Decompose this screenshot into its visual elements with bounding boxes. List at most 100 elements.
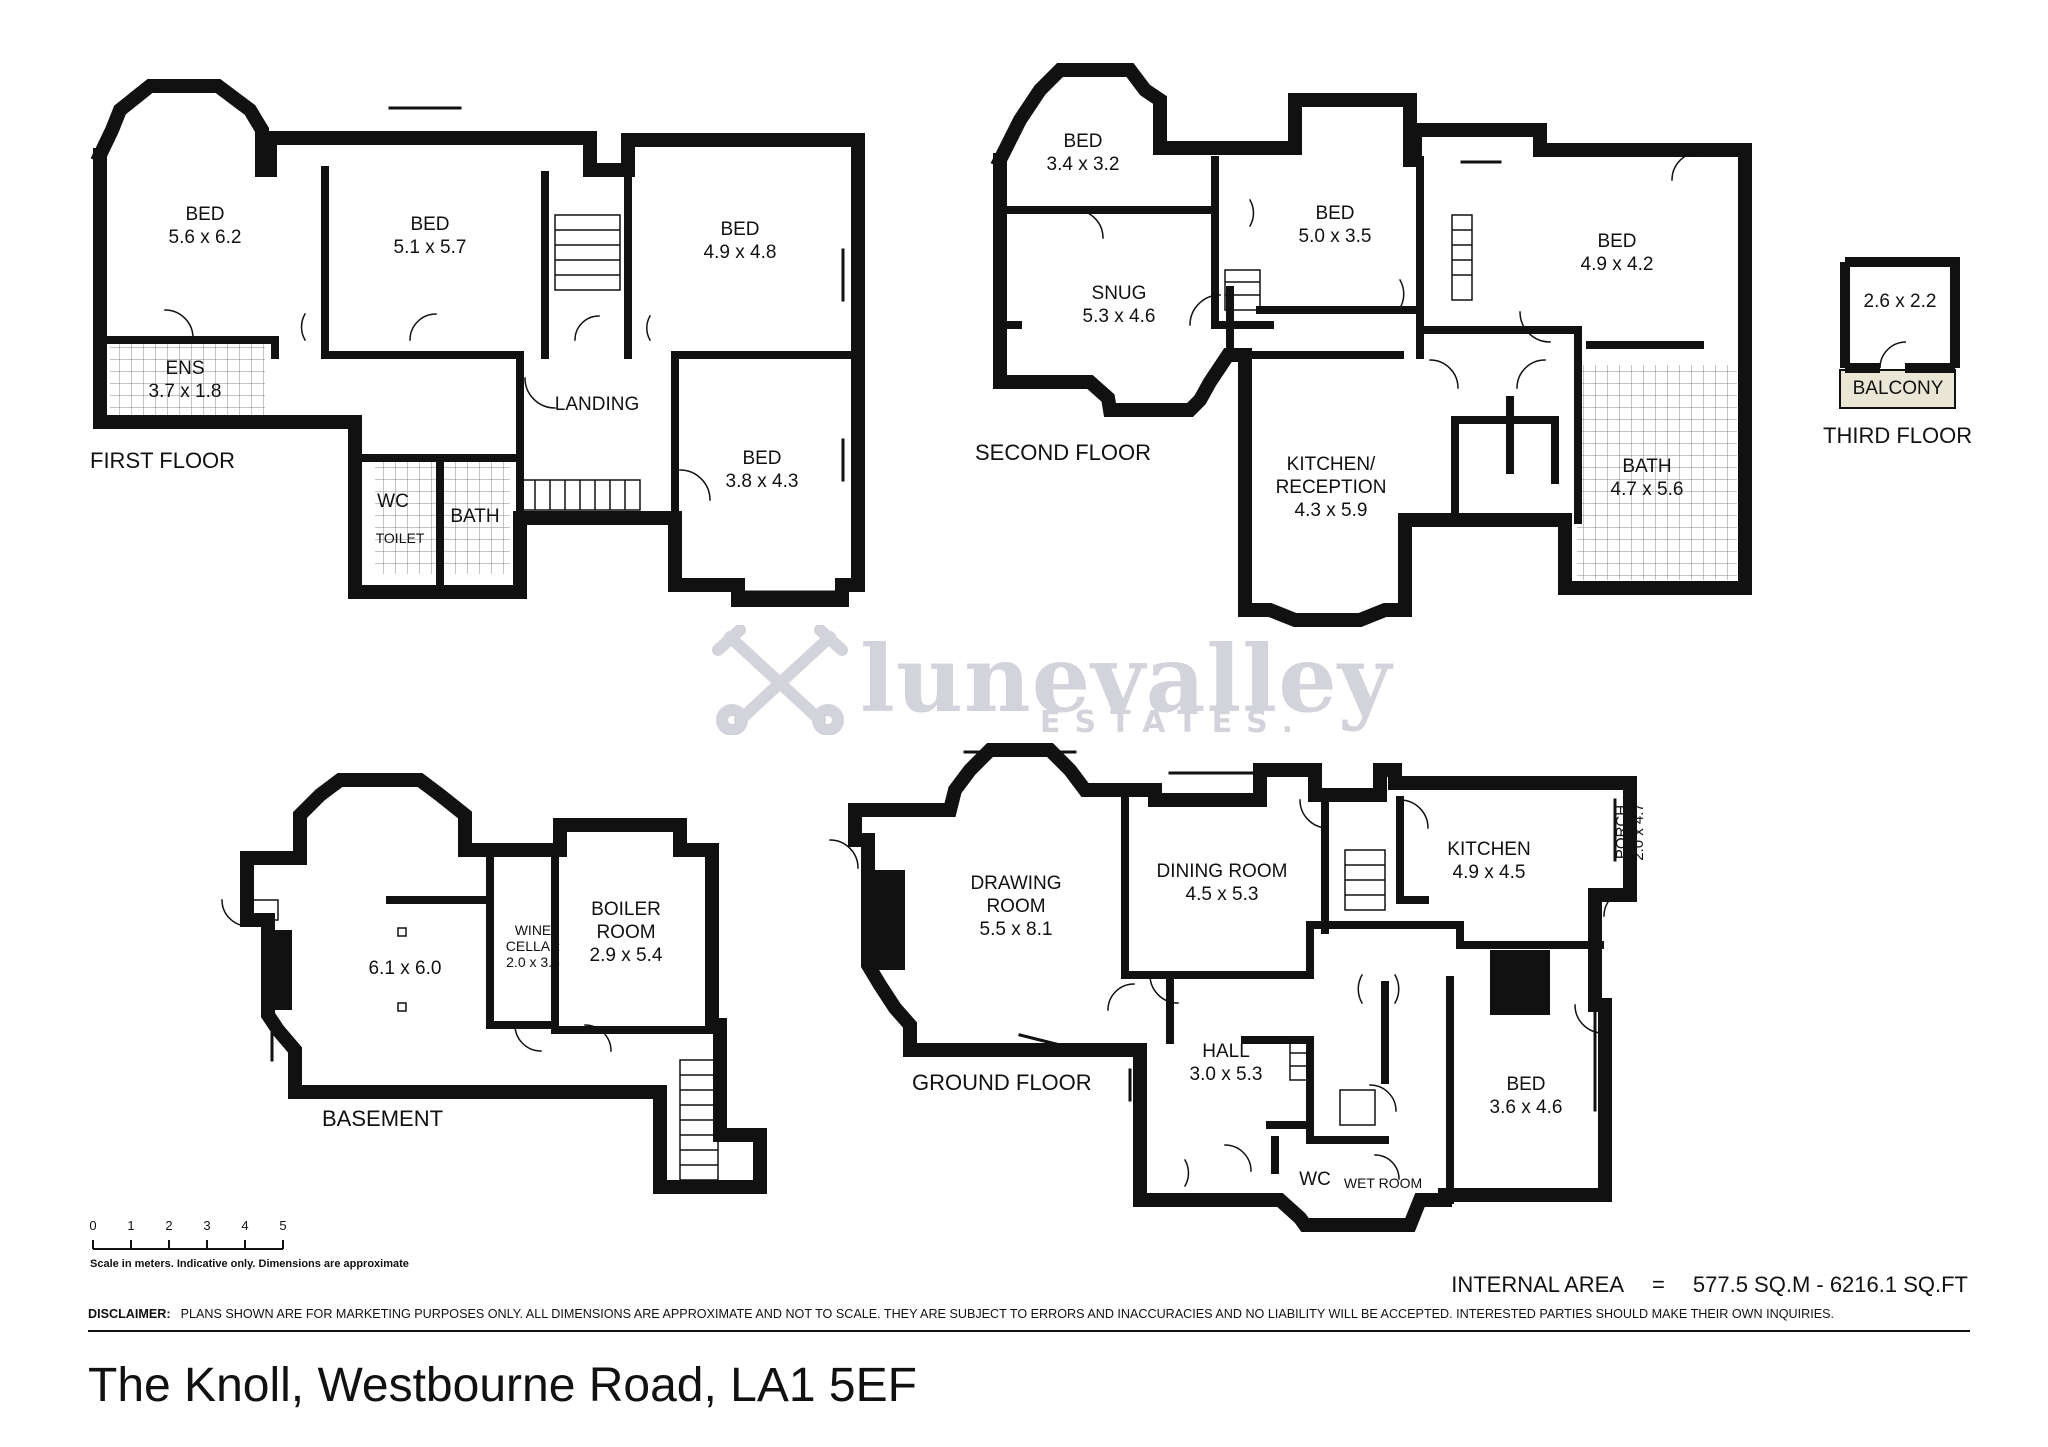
room-name: KITCHEN: [1447, 839, 1531, 860]
room-size: 5.6 x 6.2: [168, 227, 242, 248]
room-name-line2: RECEPTION: [1275, 477, 1387, 498]
room-size: 2.6 x 2.2: [1863, 291, 1937, 312]
third-floor-plan: [1839, 257, 1960, 409]
room-name: BOILER: [591, 899, 661, 920]
room-name: PORCH: [1613, 804, 1630, 860]
porch-label: PORCH 2.0 x 4.7: [1613, 787, 1647, 877]
internal-area-label: INTERNAL AREA: [1451, 1272, 1625, 1297]
room-name: WC: [377, 491, 409, 512]
room-size: 6.1 x 6.0: [368, 958, 442, 979]
second-floor-windows: [1068, 73, 1662, 620]
first-floor-windows: [158, 88, 845, 594]
scale-tick: 4: [241, 1218, 249, 1233]
scale-tick: 3: [203, 1218, 211, 1233]
room-size: 4.5 x 5.3: [1185, 884, 1259, 905]
room-label: LANDING: [555, 393, 639, 416]
room-size: 4.9 x 4.5: [1452, 862, 1526, 883]
room-name: WET ROOM: [1343, 1175, 1423, 1191]
basement-walls: [240, 773, 767, 1194]
room-label: KITCHEN/ RECEPTION 4.3 x 5.9: [1276, 453, 1387, 522]
room-size: 4.9 x 4.8: [703, 242, 777, 263]
room-name-line2: ROOM: [596, 922, 656, 943]
room-name-line2: CELLAR: [505, 938, 561, 954]
room-name: DRAWING: [970, 873, 1062, 894]
room-name: DINING ROOM: [1156, 861, 1288, 882]
third-floor-title: THIRD FLOOR: [1823, 423, 1973, 448]
basement-doors: [221, 899, 612, 1052]
room-label: WC: [377, 490, 409, 513]
scale-ruler: [92, 1240, 284, 1250]
basement-stairs: [249, 899, 719, 1181]
room-name: BED: [720, 219, 760, 240]
room-name: BATH: [1622, 456, 1672, 477]
room-label: BATH: [450, 505, 499, 528]
room-label: BED 5.1 x 5.7: [394, 213, 467, 259]
disclaimer-text: PLANS SHOWN ARE FOR MARKETING PURPOSES O…: [180, 1307, 1834, 1321]
room-size: 4.7 x 5.6: [1610, 479, 1684, 500]
footer-divider: [88, 1330, 1970, 1332]
room-size: 3.0 x 5.3: [1189, 1064, 1263, 1085]
room-label: BED 5.0 x 3.5: [1299, 202, 1372, 248]
room-size: 5.3 x 4.6: [1082, 306, 1156, 327]
room-label: BED 5.6 x 6.2: [169, 203, 242, 249]
ground-floor-title: GROUND FLOOR: [912, 1070, 1092, 1095]
internal-area: INTERNAL AREA=577.5 SQ.M - 6216.1 SQ.FT: [1451, 1272, 1968, 1298]
room-size: 5.1 x 5.7: [393, 237, 467, 258]
room-label: KITCHEN 4.9 x 4.5: [1447, 838, 1530, 884]
room-name: KITCHEN/: [1286, 454, 1376, 475]
scale-tick: 2: [165, 1218, 173, 1233]
scale-tick: 5: [279, 1218, 287, 1233]
room-name: TOILET: [375, 530, 425, 546]
room-name-line2: ROOM: [986, 896, 1046, 917]
room-size: 5.0 x 3.5: [1298, 226, 1372, 247]
first-floor-title: FIRST FLOOR: [90, 448, 236, 473]
ground-floor-doors: [829, 799, 1631, 1188]
scale-bar: 0 1 2 3 4 5 Scale in meters. Indicative …: [89, 1218, 409, 1270]
disclaimer-label: DISCLAIMER:: [88, 1307, 171, 1321]
room-label: WC: [1299, 1168, 1331, 1191]
room-name: ENS: [165, 358, 205, 379]
first-floor-stairs: [519, 214, 641, 511]
room-size: 3.8 x 4.3: [725, 471, 799, 492]
scale-note: Scale in meters. Indicative only. Dimens…: [90, 1258, 409, 1270]
property-address: The Knoll, Westbourne Road, LA1 5EF: [88, 1359, 917, 1412]
room-size: 3.6 x 4.6: [1489, 1097, 1563, 1118]
room-size: 5.5 x 8.1: [979, 919, 1053, 940]
room-name: BED: [1315, 203, 1355, 224]
room-label: 2.6 x 2.2: [1864, 290, 1937, 313]
first-floor-walls: [90, 79, 865, 607]
room-label: BATH 4.7 x 5.6: [1611, 455, 1684, 501]
room-size: 2.9 x 5.4: [589, 945, 663, 966]
scale-tick: 1: [127, 1218, 135, 1233]
basement-title: BASEMENT: [322, 1106, 444, 1131]
room-name: BALCONY: [1852, 378, 1944, 399]
room-label: BED 4.9 x 4.8: [704, 218, 777, 264]
watermark-brand-name: lunevalley: [860, 625, 1393, 733]
room-label: BED 3.6 x 4.6: [1490, 1073, 1563, 1119]
ground-floor-stairs: [1289, 849, 1386, 1126]
room-name: BATH: [450, 506, 500, 527]
room-size: 3.4 x 3.2: [1046, 154, 1120, 175]
second-floor-title: SECOND FLOOR: [975, 440, 1152, 465]
watermark-brand-sub: ESTATES.: [1040, 705, 1308, 740]
scale-tick-labels: 0 1 2 3 4 5: [89, 1218, 330, 1236]
room-name: WC: [1299, 1169, 1331, 1190]
room-label: WINE CELLAR 2.0 x 3.3: [506, 922, 560, 970]
ground-floor-plan: [829, 743, 1637, 1232]
room-name: WINE: [514, 922, 552, 938]
room-name: BED: [742, 448, 782, 469]
second-floor-doors: [1074, 151, 1701, 389]
second-floor-walls: [990, 63, 1752, 627]
room-label: WET ROOM: [1344, 1175, 1422, 1191]
room-name: LANDING: [554, 394, 640, 415]
disclaimer: DISCLAIMER: PLANS SHOWN ARE FOR MARKETING…: [88, 1307, 1834, 1321]
scale-tick: 0: [89, 1218, 97, 1233]
room-label: HALL 3.0 x 5.3: [1190, 1040, 1263, 1086]
room-name: BED: [1597, 231, 1637, 252]
basement-plan: [221, 773, 767, 1194]
room-size: 2.0 x 3.3: [506, 954, 560, 970]
room-label: 6.1 x 6.0: [369, 957, 442, 980]
first-floor-doors: [164, 309, 711, 501]
third-floor-walls: [1840, 257, 1960, 373]
